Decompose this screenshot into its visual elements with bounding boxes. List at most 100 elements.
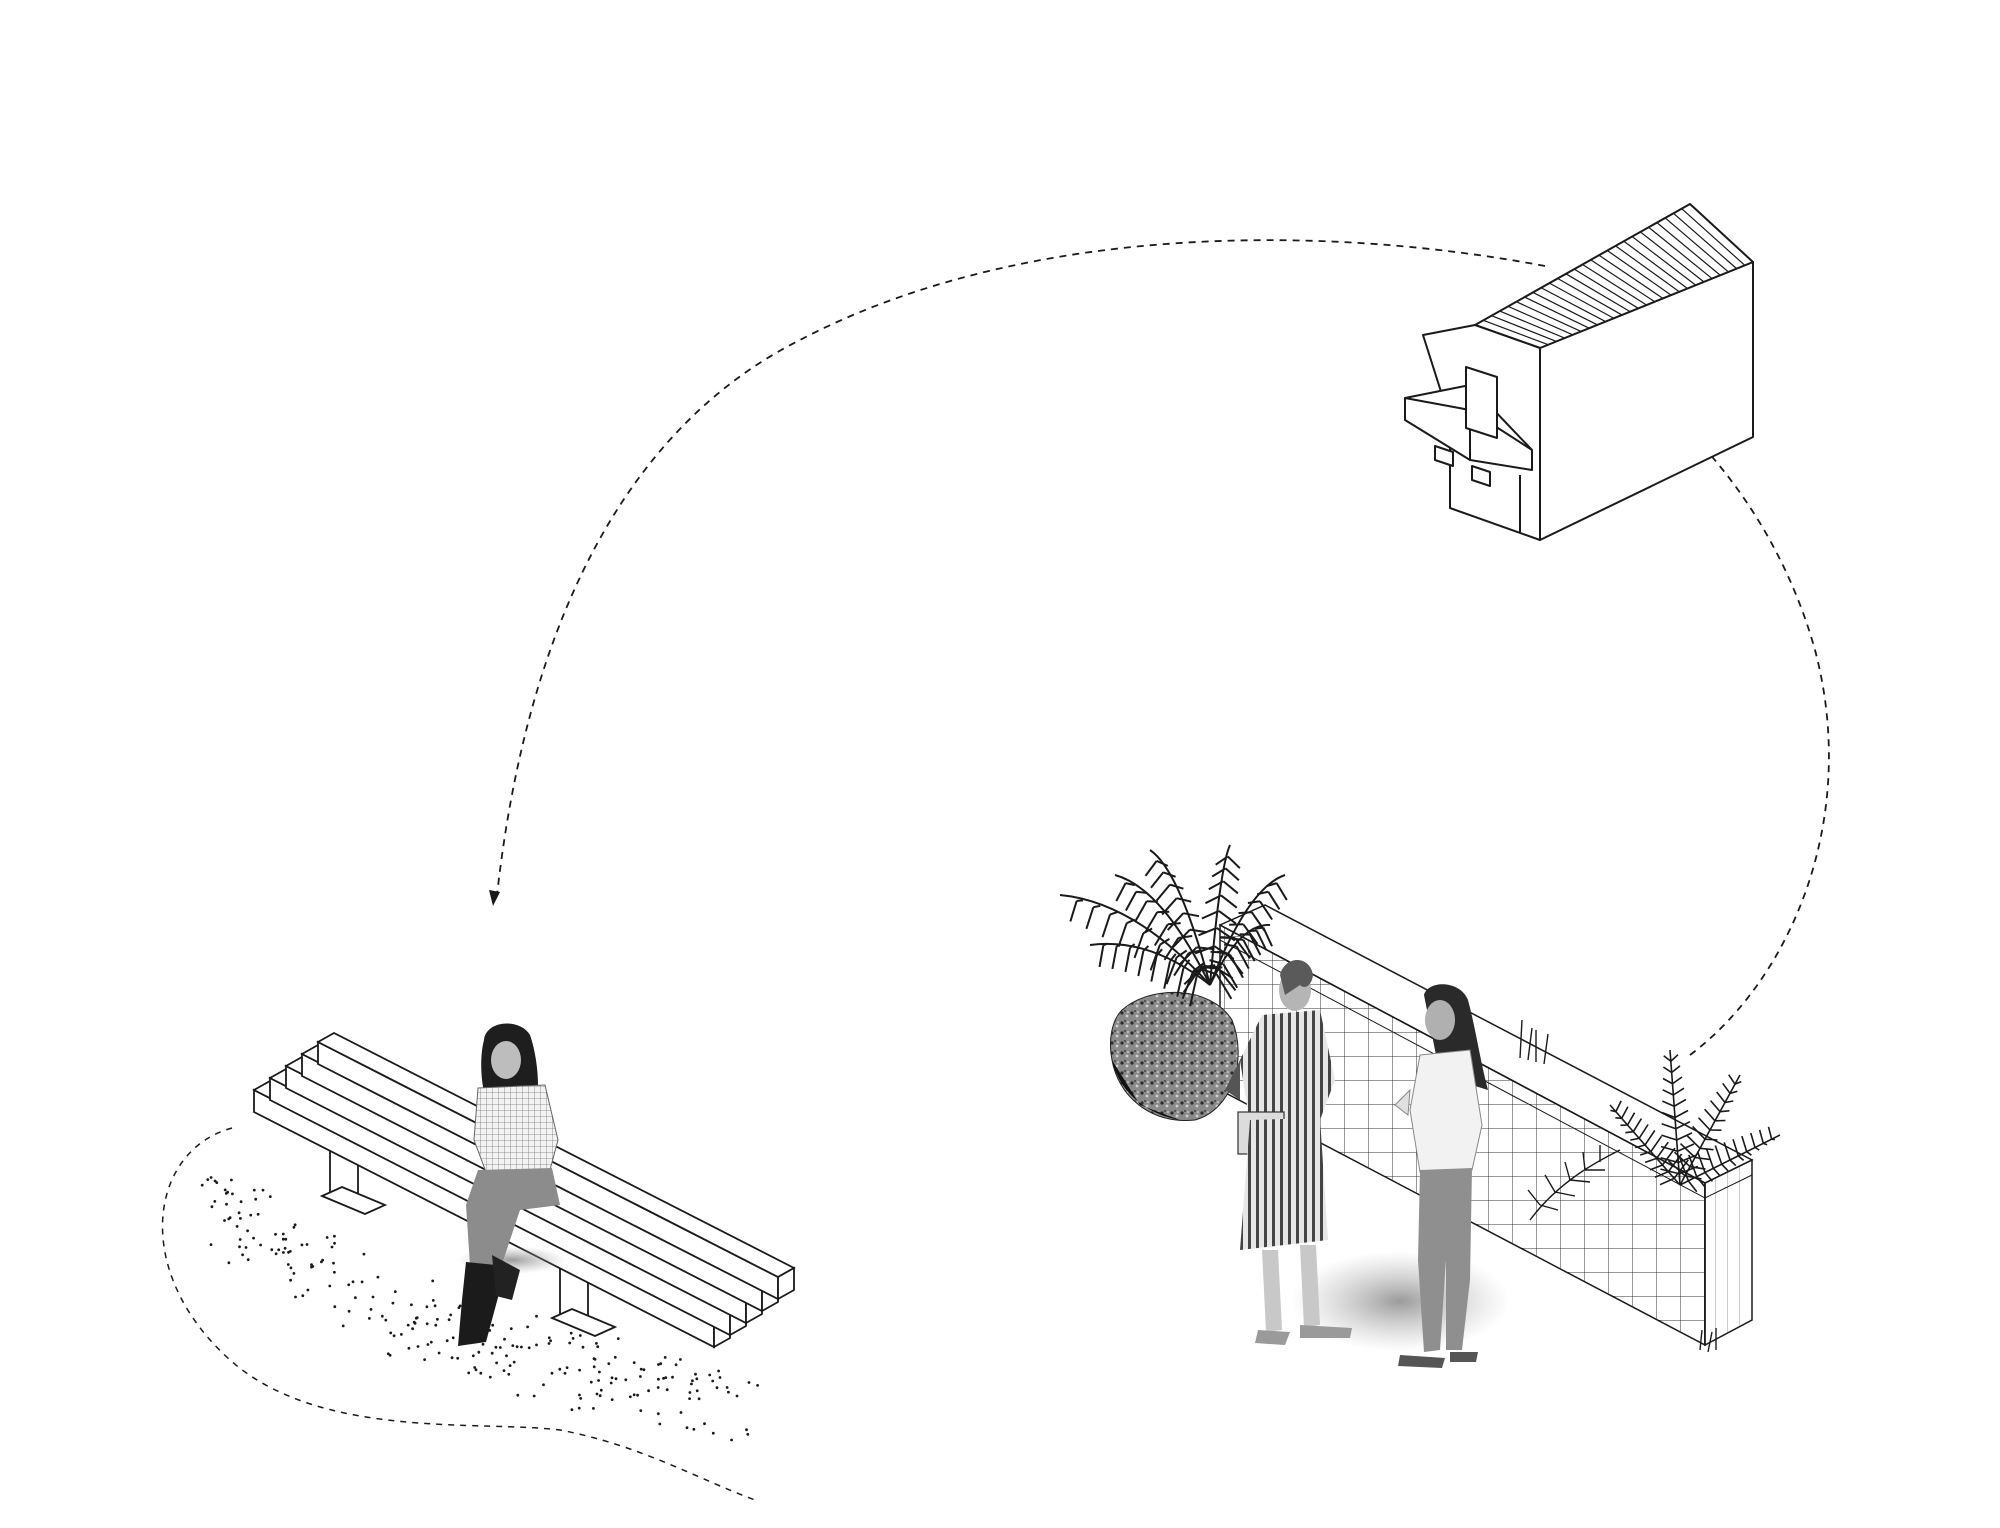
house-window-left bbox=[1434, 445, 1454, 467]
palm-leaflet bbox=[1198, 927, 1218, 937]
palm-leaflet bbox=[1191, 964, 1213, 974]
stipple-dot bbox=[690, 1382, 693, 1386]
palm-leaflet bbox=[1149, 944, 1161, 971]
stipple-dot bbox=[592, 1365, 596, 1369]
palm-leaflet bbox=[1254, 926, 1264, 930]
palm-leaflet bbox=[1242, 939, 1256, 962]
palm-leaflet bbox=[1166, 912, 1185, 931]
stipple-dot bbox=[347, 1283, 351, 1287]
palm-leaflet bbox=[1189, 976, 1198, 1007]
palm-leaflet bbox=[1137, 950, 1145, 977]
stipple-dot bbox=[238, 1245, 241, 1249]
stipple-dot bbox=[301, 1294, 305, 1298]
stipple-dot bbox=[451, 1336, 455, 1340]
stipple-dot bbox=[415, 1316, 419, 1319]
roof-rib bbox=[1640, 231, 1705, 283]
stipple-dot bbox=[610, 1398, 614, 1401]
stipple-dot bbox=[332, 1261, 335, 1265]
palm-leaflet bbox=[1211, 867, 1227, 878]
palm-leaflet bbox=[1183, 912, 1200, 918]
roof-rib bbox=[1615, 245, 1680, 293]
stipple-dot bbox=[261, 1188, 265, 1192]
stipple-dot bbox=[642, 1368, 646, 1372]
stipple-dot bbox=[502, 1369, 506, 1372]
palm-leaflet bbox=[1085, 906, 1095, 930]
fern-leaflet bbox=[1679, 1157, 1690, 1182]
stipple-dot bbox=[565, 1366, 569, 1369]
stipple-dot bbox=[656, 1386, 660, 1389]
right-person-jeans bbox=[1418, 1168, 1472, 1352]
stipple-dot bbox=[289, 1278, 292, 1282]
fern-leaflet bbox=[1620, 1106, 1629, 1119]
fern-leaflet bbox=[1696, 1176, 1706, 1188]
palm-leaflet bbox=[1217, 968, 1237, 992]
fern-leaflet bbox=[1688, 1154, 1698, 1177]
palm-leaflet bbox=[1192, 962, 1205, 972]
palm-leaflet bbox=[1176, 968, 1185, 998]
fern-leaflet bbox=[1676, 1132, 1693, 1141]
fern-leaflet bbox=[1704, 1108, 1716, 1122]
stipple-dot bbox=[347, 1309, 351, 1313]
stipple-dot bbox=[503, 1337, 506, 1341]
stipple-dot bbox=[325, 1236, 329, 1239]
stipple-dot bbox=[727, 1390, 730, 1394]
stipple-dot bbox=[624, 1378, 628, 1382]
small-fern bbox=[1527, 1145, 1621, 1221]
roof-rib bbox=[1491, 315, 1557, 342]
palm-frond bbox=[1059, 894, 1211, 986]
palm-leaflet bbox=[1165, 956, 1178, 985]
roof-rib bbox=[1598, 254, 1664, 299]
roof-rib bbox=[1656, 222, 1721, 276]
palm-leaflet bbox=[1101, 914, 1111, 938]
palm-leaflet bbox=[1215, 855, 1229, 866]
stipple-dot bbox=[549, 1339, 552, 1343]
stipple-dot bbox=[592, 1407, 595, 1410]
stipple-dot bbox=[449, 1313, 453, 1317]
stipple-dot bbox=[614, 1377, 618, 1381]
stipple-dot bbox=[320, 1260, 323, 1264]
wall-end-face bbox=[1704, 1158, 1753, 1347]
stipple-dot bbox=[685, 1426, 689, 1430]
stipple-dot bbox=[474, 1368, 478, 1372]
fern-leaflet bbox=[1670, 1054, 1679, 1062]
stipple-dot bbox=[457, 1306, 461, 1309]
edge-house-to-bench bbox=[489, 239, 1546, 906]
palm-leaflet bbox=[1227, 855, 1241, 869]
fern-leaflet bbox=[1704, 1171, 1714, 1182]
fern-leaflet bbox=[1696, 1151, 1706, 1173]
stipple-dot bbox=[274, 1252, 278, 1256]
stipple-dot bbox=[268, 1195, 272, 1198]
fern-leaflet bbox=[1698, 1117, 1711, 1131]
stipple-dot bbox=[289, 1266, 293, 1270]
stipple-dot bbox=[756, 1384, 759, 1387]
palm-leaflet bbox=[1189, 928, 1207, 934]
palm-leaflet bbox=[1069, 900, 1078, 922]
palm-leaflet bbox=[1150, 871, 1165, 889]
palm-leaflet bbox=[1216, 950, 1231, 956]
stipple-dot bbox=[209, 1176, 213, 1179]
palm-leaflet bbox=[1150, 955, 1158, 982]
stipple-dot bbox=[703, 1422, 706, 1426]
stipple-dot bbox=[616, 1337, 620, 1340]
stipple-dot bbox=[647, 1389, 650, 1393]
palm-leaflet bbox=[1209, 959, 1224, 965]
palm-leaflet bbox=[1235, 946, 1250, 970]
stipple-dot bbox=[431, 1279, 435, 1283]
stipple-dot bbox=[695, 1377, 699, 1381]
stipple-dot bbox=[456, 1356, 460, 1360]
stipple-dot bbox=[294, 1295, 297, 1299]
stipple-dot bbox=[225, 1202, 228, 1206]
palm-leaflet bbox=[1267, 891, 1281, 910]
stipple-dot bbox=[578, 1368, 581, 1372]
fern-leaflet bbox=[1659, 1177, 1675, 1186]
fern-leaflet bbox=[1662, 1089, 1674, 1096]
palm-leaflet bbox=[1231, 937, 1244, 941]
stipple-dot bbox=[674, 1363, 678, 1367]
palm-leaflet bbox=[1249, 934, 1262, 956]
stipple-dot bbox=[542, 1383, 545, 1387]
palm-leaflet bbox=[1093, 904, 1101, 909]
fern-leaflet bbox=[1667, 1160, 1686, 1177]
fern-leaflet bbox=[1672, 1076, 1683, 1085]
stipple-dot bbox=[410, 1303, 413, 1307]
